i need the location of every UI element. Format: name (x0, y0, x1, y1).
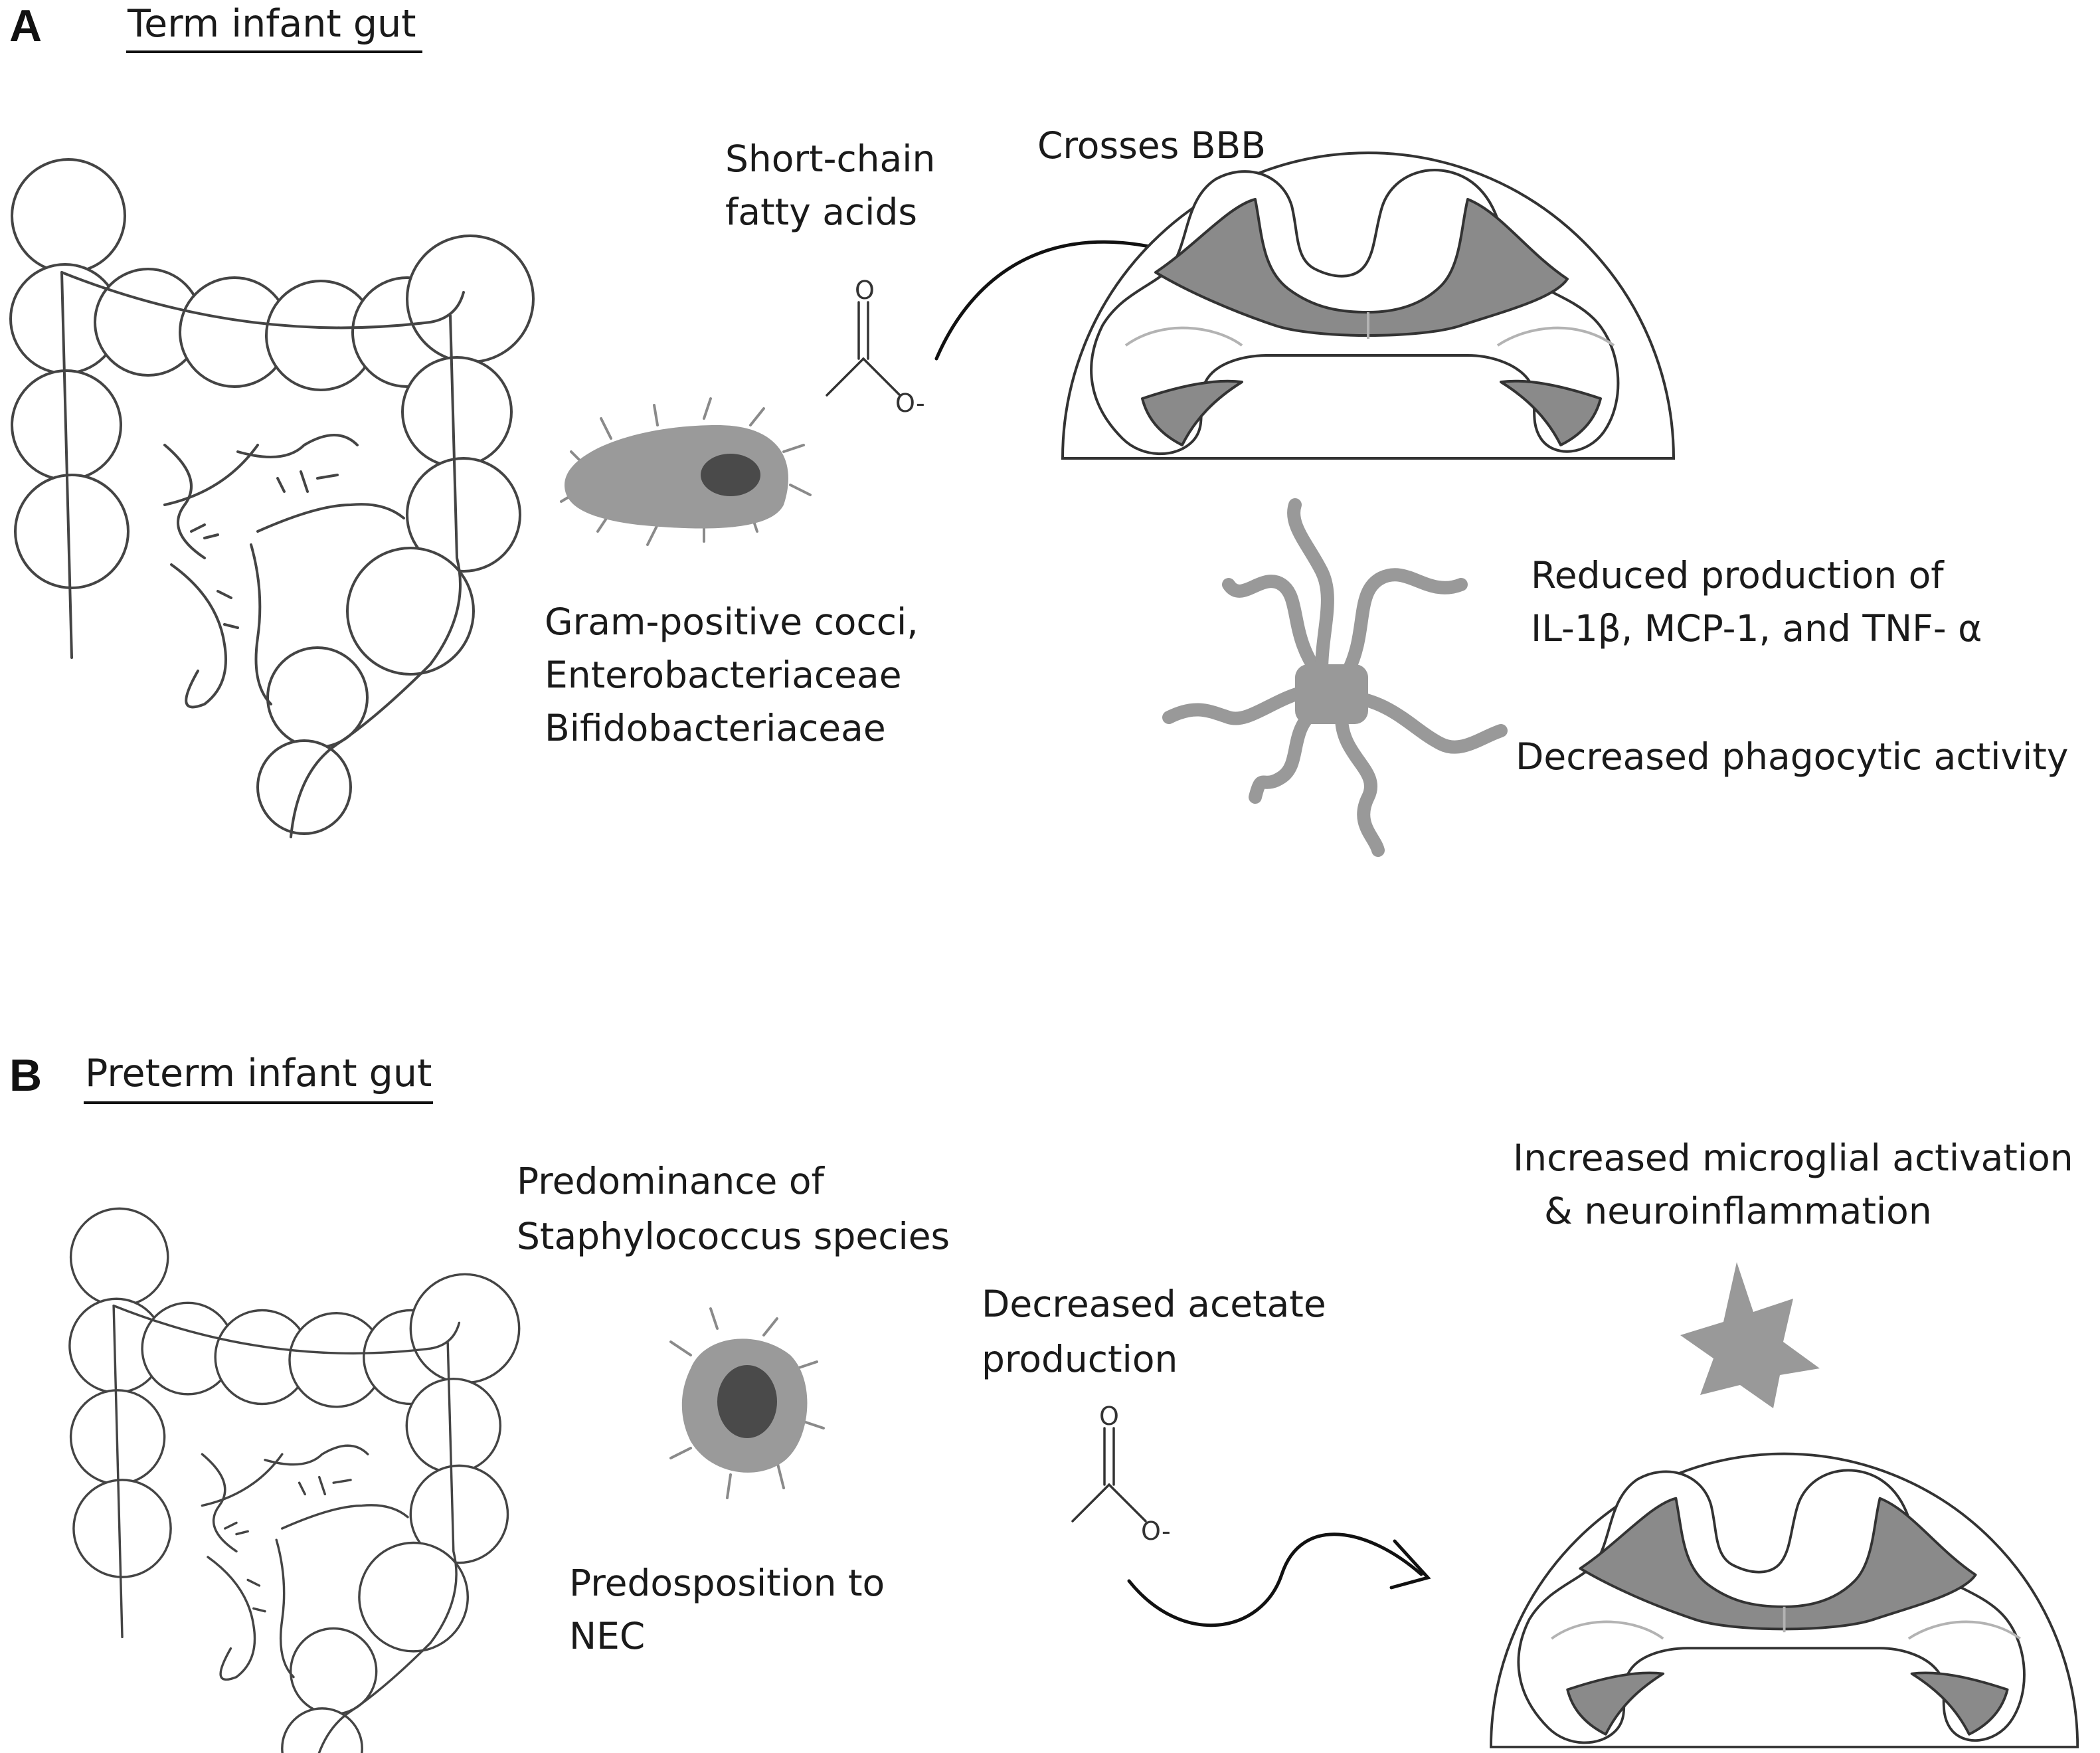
term-colon-illustration (9, 158, 535, 838)
acetate-b-oxygen: O (1099, 1402, 1119, 1431)
acetate-structure-a (826, 301, 901, 397)
acetate-arrow (1127, 1532, 1423, 1627)
acetate-structure-b (1071, 1427, 1147, 1522)
acetate-line2: production (982, 1338, 1178, 1380)
panel-b-letter: B (9, 1050, 42, 1101)
microglia-line2: & neuroinflammation (1544, 1190, 1932, 1232)
panel-a-letter: A (9, 1, 42, 51)
microglia-line1: Increased microglial activation (1513, 1137, 2073, 1179)
acetate-line1: Decreased acetate (982, 1283, 1326, 1325)
staph-line2: Staphylococcus species (517, 1215, 950, 1257)
nec-line1: Predosposition to (569, 1562, 885, 1604)
effect-line1: Reduced production of (1531, 554, 1945, 597)
acetate-a-oxygen: O (855, 276, 875, 305)
panel-b-title: Preterm infant gut (85, 1052, 432, 1095)
activated-microglia-illustration (1680, 1262, 1820, 1408)
spinal-cord-a (1061, 151, 1675, 460)
panel-a: A Term infant gut Short-chain fatty acid… (9, 1, 2068, 857)
bacteria-line1: Gram-positive cocci, (545, 600, 919, 643)
scfa-label-line1: Short-chain (725, 138, 935, 180)
staphylococcus-illustration (669, 1307, 825, 1499)
acetate-a-anion: O- (895, 389, 925, 418)
preterm-colon-illustration (68, 1207, 521, 1753)
resting-microglia-illustration (1162, 498, 1508, 857)
panel-a-title: Term infant gut (127, 2, 416, 46)
term-bacterium-illustration (560, 397, 812, 546)
staph-line1: Predominance of (517, 1160, 825, 1202)
scfa-label-line2: fatty acids (725, 191, 917, 233)
bbb-arrow (934, 240, 1197, 361)
effect-line2: IL-1β, MCP-1, and TNF- α (1531, 607, 1982, 650)
panel-b: B Preterm infant gut Predominance of Sta… (9, 1050, 2079, 1753)
spinal-cord-b (1490, 1452, 2079, 1748)
effect-line3: Decreased phagocytic activity (1516, 735, 2068, 778)
microglia-soma (1295, 664, 1368, 724)
nec-line2: NEC (569, 1615, 645, 1657)
acetate-b-anion: O- (1141, 1517, 1171, 1546)
acetate-arrow-head (1389, 1539, 1431, 1590)
bacteria-line2: Enterobacteriaceae (545, 654, 902, 696)
bacteria-line3: Bifidobacteriaceae (545, 707, 886, 749)
bbb-label: Crosses BBB (1037, 124, 1266, 167)
